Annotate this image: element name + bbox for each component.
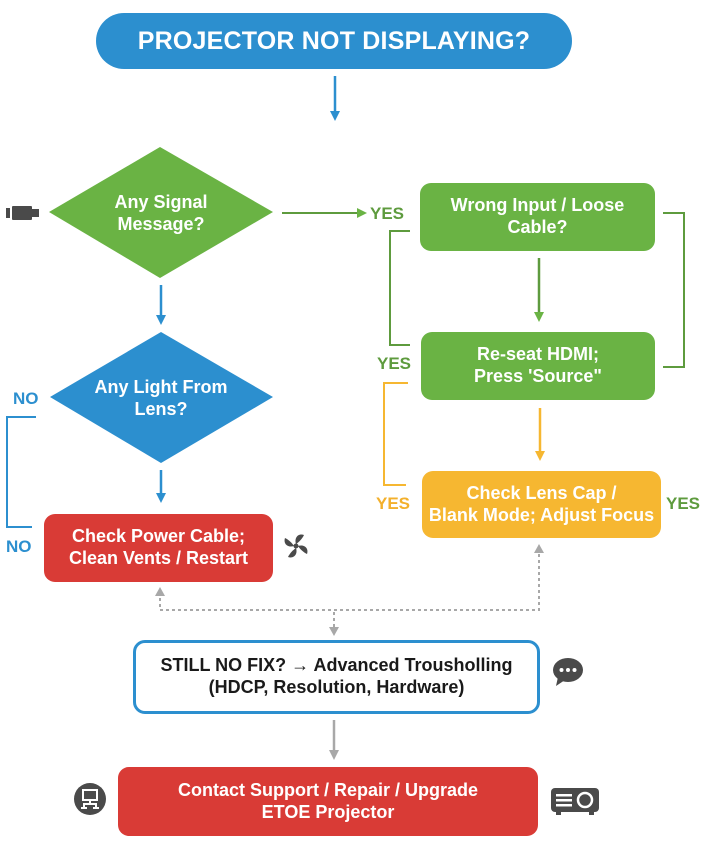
power-cable-box[interactable]: Check Power Cable;Clean Vents / Restart: [44, 514, 273, 582]
page-title: PROJECTOR NOT DISPLAYING?: [96, 13, 572, 69]
fan-icon: [284, 534, 308, 558]
no-bracket: [6, 416, 36, 528]
light-diamond: [50, 332, 273, 463]
wrong-input-line1: Wrong Input / Loose: [450, 195, 625, 216]
projector-icon: [551, 788, 599, 815]
reseat-hdmi-box[interactable]: Re-seat HDMI;Press 'Source": [421, 332, 655, 400]
dotted-arrow-up-left: [155, 587, 165, 596]
wrong-input-line2: Cable?: [507, 217, 568, 237]
lens-cap-box[interactable]: Check Lens Cap /Blank Mode; Adjust Focus: [422, 471, 661, 538]
reseat-hdmi-line2: Press 'Source": [474, 366, 602, 386]
power-cable-line2: Clean Vents / Restart: [68, 548, 249, 568]
hdmi-cable-icon: [6, 206, 39, 220]
light-question-line2: Lens?: [134, 399, 188, 419]
network-monitor-icon: [74, 783, 106, 815]
green-bracket-left: [389, 230, 410, 346]
yes-label-lens-left: YES: [376, 494, 411, 513]
orange-bracket: [383, 382, 408, 486]
lens-cap-line2: Blank Mode; Adjust Focus: [428, 504, 655, 525]
yes-label-signal: YES: [370, 204, 405, 223]
signal-diamond: [49, 147, 273, 278]
lens-cap-line1: Check Lens Cap /: [466, 482, 617, 503]
no-label-top: NO: [13, 389, 39, 408]
contact-support-line2: ETOE Projector: [261, 801, 395, 822]
dotted-arrow-up-right: [534, 544, 544, 553]
chat-bubble-icon: [553, 658, 583, 686]
light-question-line1: Any Light From: [94, 376, 228, 397]
still-no-fix-box[interactable]: STILL NO FIX? → Advanced Trousholling(HD…: [133, 640, 540, 714]
yes-label-lens-right: YES: [666, 494, 701, 513]
still-no-fix-line1: STILL NO FIX? → Advanced Trousholling: [160, 655, 513, 676]
dotted-arrow-down: [329, 627, 339, 636]
contact-support-line1: Contact Support / Repair / Upgrade: [177, 779, 479, 800]
reseat-hdmi-line1: Re-seat HDMI;: [476, 344, 599, 365]
still-no-fix-line2: (HDCP, Resolution, Hardware): [208, 677, 465, 697]
green-bracket-right: [663, 212, 685, 368]
power-cable-line1: Check Power Cable;: [71, 526, 246, 547]
no-label-bottom: NO: [6, 537, 32, 556]
signal-question-line1: Any Signal: [114, 191, 208, 212]
yes-label-reseat: YES: [377, 354, 412, 373]
dotted-loop: [159, 550, 540, 611]
signal-question-line2: Message?: [117, 214, 205, 234]
